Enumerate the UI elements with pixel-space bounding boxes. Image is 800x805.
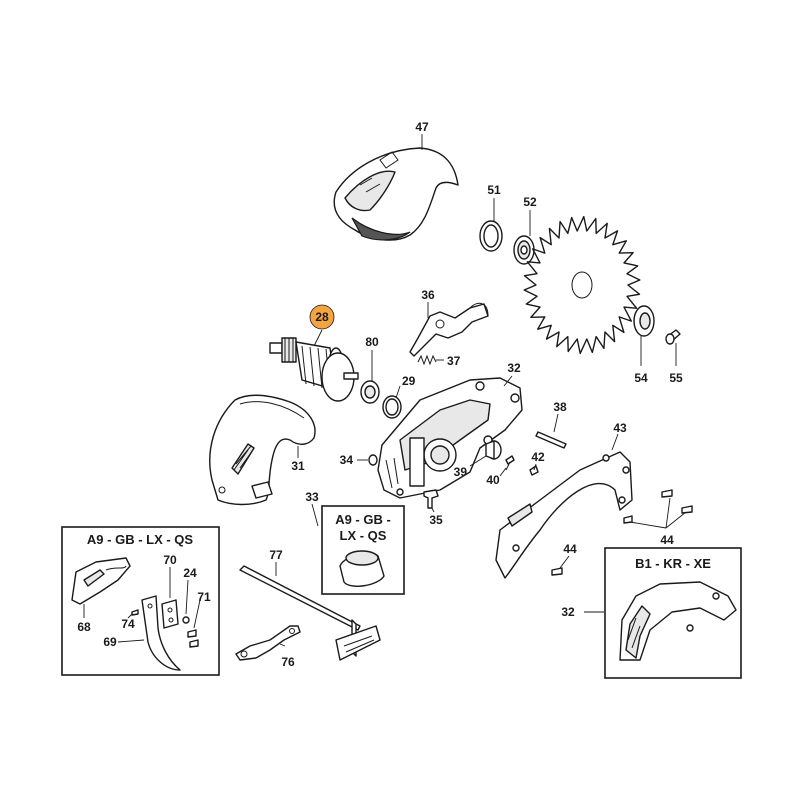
part-34-washer: [368, 454, 378, 466]
callout-68: 68: [77, 620, 91, 634]
callout-39: 39: [454, 465, 468, 479]
part-31-housing: [209, 394, 316, 506]
callout-33: 33: [305, 490, 319, 504]
callout-76: 76: [281, 655, 295, 669]
part-28-armature: [269, 337, 359, 402]
callout-54: 54: [634, 371, 648, 385]
callout-70: 70: [163, 553, 177, 567]
callout-52: 52: [523, 195, 537, 209]
part-40-screw: [505, 455, 515, 471]
part-80-bearing: [360, 380, 380, 404]
callout-69: 69: [103, 635, 117, 649]
part-39-bushing: [485, 440, 502, 460]
box-left-title: A9 - GB - LX - QS: [87, 532, 194, 547]
callout-35: 35: [429, 513, 443, 527]
part-54-outer-flange: [633, 305, 655, 337]
callout-74: 74: [121, 617, 135, 631]
callout-36: 36: [421, 288, 435, 302]
part-52-flange: [513, 235, 535, 265]
variant-box-right: B1 - KR - XE: [604, 547, 742, 679]
part-44-screws: [551, 489, 693, 576]
callout-38: 38: [553, 400, 567, 414]
part-43-lower-guard: [495, 451, 633, 579]
part-35-knob: [423, 489, 439, 509]
callout-51: 51: [487, 183, 501, 197]
variant-box-left: A9 - GB - LX - QS 68 70 24 71 74 69: [61, 526, 220, 676]
part-42-screw: [529, 465, 539, 476]
box-middle-title-line1: A9 - GB -: [335, 512, 391, 527]
callout-31: 31: [291, 459, 305, 473]
saw-blade: [523, 215, 641, 355]
callout-32-bottom: 32: [561, 605, 575, 619]
callout-24: 24: [183, 566, 197, 580]
part-55-bolt: [665, 329, 681, 345]
callout-80: 80: [365, 335, 379, 349]
part-77-rip-fence: [239, 565, 381, 661]
callout-34: 34: [340, 453, 354, 467]
callout-47: 47: [415, 120, 429, 134]
callout-77: 77: [269, 548, 283, 562]
part-76-bracket: [235, 625, 301, 661]
callout-37: 37: [447, 354, 461, 368]
callout-44-right: 44: [660, 533, 674, 547]
part-38-pin: [535, 431, 567, 449]
part-29-oring: [382, 395, 402, 419]
callout-32-top: 32: [507, 361, 521, 375]
callout-28-highlight: [309, 304, 335, 330]
callout-42: 42: [531, 450, 545, 464]
callout-43: 43: [613, 421, 627, 435]
callout-44-left: 44: [563, 542, 577, 556]
part-36-lever: [409, 302, 489, 357]
part-47-upper-guard: [333, 147, 459, 241]
part-37-spring: [417, 354, 437, 366]
callout-71: 71: [197, 590, 211, 604]
callout-29: 29: [402, 374, 416, 388]
box-middle-title-line2: LX - QS: [340, 528, 387, 543]
callout-55: 55: [669, 371, 683, 385]
box-right-title: B1 - KR - XE: [635, 556, 711, 571]
variant-box-middle: A9 - GB - LX - QS: [321, 505, 405, 595]
part-51-circlip: [479, 220, 503, 252]
callout-28: 28: [315, 310, 329, 324]
part-32-gear-housing: [377, 377, 523, 499]
callout-40: 40: [486, 473, 500, 487]
